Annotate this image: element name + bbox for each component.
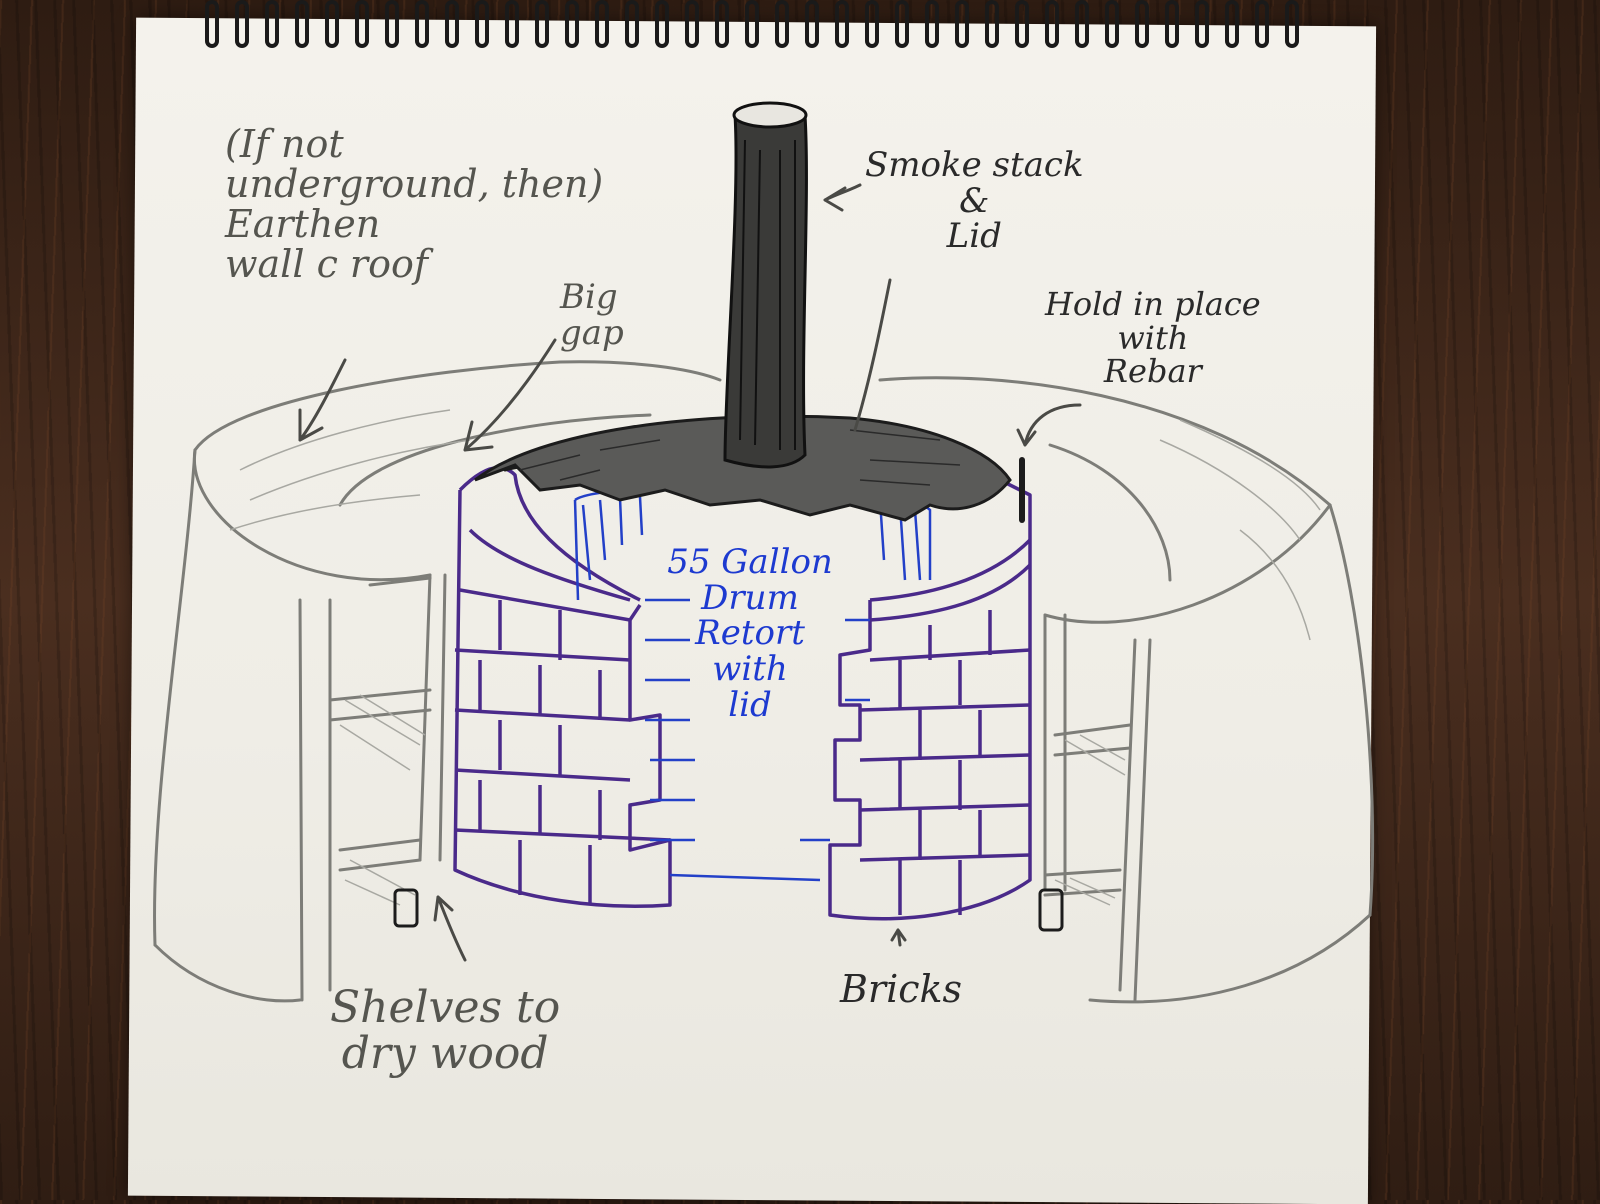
- spiral-coil: [865, 0, 879, 48]
- annotation-arrows: [298, 183, 1082, 962]
- spiral-coil: [985, 0, 999, 48]
- spiral-coil: [895, 0, 909, 48]
- spiral-coil: [1165, 0, 1179, 48]
- spiral-coil: [565, 0, 579, 48]
- spiral-coil: [625, 0, 639, 48]
- spiral-binding: [205, 0, 1315, 60]
- spiral-coil: [775, 0, 789, 48]
- spiral-coil: [655, 0, 669, 48]
- spiral-coil: [325, 0, 339, 48]
- spiral-coil: [295, 0, 309, 48]
- lid: [474, 414, 1012, 522]
- spiral-coil: [535, 0, 549, 48]
- spiral-coil: [925, 0, 939, 48]
- spiral-coil: [1255, 0, 1269, 48]
- spiral-coil: [1135, 0, 1149, 48]
- spiral-coil: [595, 0, 609, 48]
- spiral-coil: [955, 0, 969, 48]
- label-bricks: Bricks: [840, 967, 963, 1011]
- spiral-coil: [505, 0, 519, 48]
- spiral-coil: [235, 0, 249, 48]
- label-earthen-wall: (If not underground, then) Earthen wall …: [225, 122, 604, 286]
- earthen-wall-left: [153, 360, 722, 1003]
- spiral-coil: [745, 0, 759, 48]
- spiral-coil: [835, 0, 849, 48]
- spiral-coil: [415, 0, 429, 48]
- label-big-gap: Big gap: [560, 277, 624, 353]
- spiral-coil: [805, 0, 819, 48]
- label-shelves: Shelves to dry wood: [330, 982, 561, 1080]
- spiral-coil: [715, 0, 729, 48]
- spiral-coil: [475, 0, 489, 48]
- label-rebar: Hold in place with Rebar: [1045, 285, 1261, 391]
- brick-wall-right: [828, 457, 1032, 921]
- spiral-coil: [1225, 0, 1239, 48]
- brick-wall-left: [453, 462, 672, 908]
- earthen-wall-right: [878, 376, 1375, 1004]
- spiral-coil: [1045, 0, 1059, 48]
- spiral-coil: [205, 0, 219, 48]
- smoke-stack: [723, 101, 808, 469]
- spiral-coil: [385, 0, 399, 48]
- spiral-coil: [355, 0, 369, 48]
- spiral-coil: [265, 0, 279, 48]
- spiral-coil: [1285, 0, 1299, 48]
- label-smoke-stack: Smoke stack & Lid: [865, 145, 1084, 257]
- spiral-coil: [1195, 0, 1209, 48]
- spiral-coil: [1075, 0, 1089, 48]
- spiral-coil: [1105, 0, 1119, 48]
- spiral-coil: [685, 0, 699, 48]
- label-drum: 55 Gallon Drum Retort with lid: [667, 542, 833, 725]
- spiral-coil: [445, 0, 459, 48]
- spiral-coil: [1015, 0, 1029, 48]
